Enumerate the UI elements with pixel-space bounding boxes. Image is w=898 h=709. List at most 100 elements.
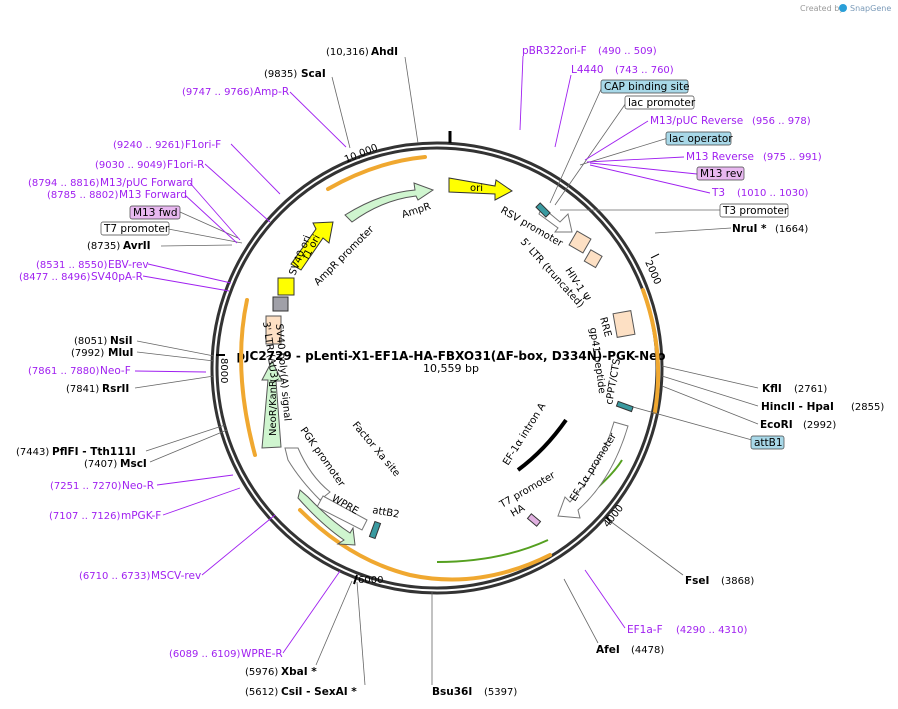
primer-neo-f[interactable]: (7861 .. 7880)Neo-F xyxy=(28,365,131,377)
primer-sv40pa-r[interactable]: (8477 .. 8496)SV40pA-R xyxy=(19,271,143,283)
primer-m13-forward[interactable]: (8785 .. 8802)M13 Forward xyxy=(47,189,187,201)
enzyme-mlui-pos: (7992) xyxy=(71,348,104,359)
rre-feature[interactable] xyxy=(612,310,636,338)
enzyme-ahdi-name: AhdI xyxy=(371,46,398,58)
ef1a-intron-feature[interactable] xyxy=(516,418,568,472)
primer-f1ori-f[interactable]: (9240 .. 9261)F1ori-F xyxy=(113,139,221,151)
enzyme-msci[interactable]: (7407)MscI xyxy=(84,458,147,470)
enzyme-ecori[interactable]: EcoRI(2992) xyxy=(760,419,836,431)
enzyme-kfli[interactable]: KflI (2761) xyxy=(762,383,827,395)
enzyme-ahdi[interactable]: (10,316)AhdI xyxy=(326,46,398,58)
enzyme-avrii-name: AvrII xyxy=(123,240,151,252)
leader-nrui xyxy=(654,227,732,234)
primer-m13-puc-reverse-pos: (956 .. 978) xyxy=(752,116,811,127)
ha-tag-feature[interactable] xyxy=(526,513,542,527)
f1-ori-feature[interactable] xyxy=(290,221,334,271)
enzyme-hincii[interactable]: HincII - HpaI(2855) xyxy=(761,401,884,413)
primer-m13-puc-fwd-pos: (8794 .. 8816) xyxy=(28,178,100,189)
orf-arc-rre xyxy=(641,288,661,414)
enzyme-scai[interactable]: (9835)ScaI xyxy=(264,68,326,80)
box-t7-promoter-bg xyxy=(100,221,170,236)
enzyme-mlui[interactable]: (7992)MluI xyxy=(71,347,133,359)
ampr-label: AmpR xyxy=(401,201,433,221)
box-t7-promoter[interactable]: T7 promoter xyxy=(100,221,170,236)
leader-xbai xyxy=(315,580,353,666)
neor-feature[interactable] xyxy=(261,359,283,449)
hiv1-psi-feature[interactable] xyxy=(583,249,603,269)
enzyme-avrii[interactable]: (8735)AvrII xyxy=(87,240,151,252)
leader-sv40pa-r xyxy=(142,275,230,292)
enzyme-kfli-pos: (2761) xyxy=(794,384,827,395)
primer-amp-r[interactable]: (9747 .. 9766)Amp-R xyxy=(182,86,289,98)
enzyme-rsrii[interactable]: (7841)RsrII xyxy=(66,383,129,395)
credit-created-by: Created by xyxy=(800,4,844,13)
box-lac-promoter[interactable]: lac promoter xyxy=(624,95,696,110)
primer-ef1a-f[interactable]: EF1a-F(4290 .. 4310) xyxy=(627,624,748,636)
sv40-ori-feature[interactable] xyxy=(277,277,295,296)
primer-pbr322ori-f[interactable]: pBR322ori-F(490 .. 509) xyxy=(522,45,657,57)
box-t3-promoter[interactable]: T3 promoter xyxy=(719,203,789,218)
primer-mscv-rev-pos: (6710 .. 6733) xyxy=(79,571,151,582)
box-lac-promoter-bg xyxy=(624,95,695,110)
box-m13-rev-bg xyxy=(696,166,745,181)
primer-mpgk-f[interactable]: (7107 .. 7126)mPGK-F xyxy=(49,510,161,522)
cppt-feature[interactable] xyxy=(615,400,634,413)
snapgene-credit: Created by SnapGene xyxy=(800,4,891,13)
plasmid-name: pJC2729 - pLenti-X1-EF1A-HA-FBXO31(ΔF-bo… xyxy=(236,349,665,363)
enzyme-xbai[interactable]: (5976)XbaI * xyxy=(245,666,317,678)
enzyme-afei-name: AfeI xyxy=(596,644,620,656)
pgk-promoter-feature[interactable] xyxy=(284,447,331,501)
primer-t3[interactable]: T3(1010 .. 1030) xyxy=(711,187,809,199)
ampr-feature[interactable] xyxy=(344,182,435,223)
primer-f1ori-r-pos: (9030 .. 9049) xyxy=(95,160,167,171)
box-attb1-text: attB1 xyxy=(754,437,783,449)
enzyme-fsei[interactable]: FseI(3868) xyxy=(685,575,754,587)
box-cap-binding-site[interactable]: CAP binding site xyxy=(600,79,690,94)
box-lac-promoter-text: lac promoter xyxy=(628,97,696,109)
primer-mscv-rev[interactable]: (6710 .. 6733)MSCV-rev xyxy=(79,570,201,582)
primer-m13-puc-fwd[interactable]: (8794 .. 8816)M13/pUC Forward xyxy=(28,177,193,189)
primer-l4440[interactable]: L4440(743 .. 760) xyxy=(571,64,674,76)
primer-f1ori-r[interactable]: (9030 .. 9049)F1ori-R xyxy=(95,159,204,171)
tick-2000-mark xyxy=(650,253,660,259)
wpre-feature[interactable] xyxy=(316,495,368,531)
sv40-polya-feature[interactable] xyxy=(272,296,289,312)
box-m13-fwd[interactable]: M13 fwd xyxy=(129,205,181,220)
fbxo31-wpre-arrow xyxy=(297,489,356,546)
primer-m13-reverse[interactable]: M13 Reverse(975 .. 991) xyxy=(686,151,822,163)
orf-arc-ampr xyxy=(326,155,427,191)
enzyme-bsu36i[interactable]: Bsu36I(5397) xyxy=(432,686,517,698)
primer-wpre-r[interactable]: (6089 .. 6109)WPRE-R xyxy=(169,648,283,660)
enzyme-rsrii-pos: (7841) xyxy=(66,384,99,395)
enzyme-nrui[interactable]: NruI *(1664) xyxy=(732,223,808,235)
leader-neo-f xyxy=(134,370,207,373)
primer-m13-puc-reverse[interactable]: M13/pUC Reverse(956 .. 978) xyxy=(650,115,811,127)
ef1a-promoter-feature[interactable] xyxy=(557,421,629,519)
enzyme-scai-name: ScaI xyxy=(301,68,326,80)
primer-ebv-rev[interactable]: (8531 .. 8550)EBV-rev xyxy=(36,259,149,271)
enzyme-nsii[interactable]: (8051)NsiI xyxy=(74,335,133,347)
enzyme-csii[interactable]: (5612)CsiI - SexAI * xyxy=(245,686,357,698)
primer-m13-forward-pos: (8785 .. 8802) xyxy=(47,190,119,201)
enzyme-afei[interactable]: AfeI(4478) xyxy=(596,644,664,656)
attb2-feature[interactable] xyxy=(368,520,382,540)
box-m13-rev[interactable]: M13 rev xyxy=(696,166,745,181)
box-lac-operator[interactable]: lac operator xyxy=(665,131,733,146)
enzyme-kfli-name: KflI xyxy=(762,383,782,395)
primer-m13-reverse-name: M13 Reverse xyxy=(686,151,754,163)
three-ltr-feature[interactable] xyxy=(265,315,282,345)
primer-neo-r[interactable]: (7251 .. 7270)Neo-R xyxy=(50,480,154,492)
primer-ebv-rev-name: EBV-rev xyxy=(108,259,149,271)
backbone-outer-ring xyxy=(210,141,664,595)
ori-feature[interactable] xyxy=(448,177,513,201)
label-cppt: cPPT/CTS xyxy=(604,358,623,406)
enzyme-pflfi[interactable]: (7443)PflFI - Tth111I xyxy=(16,446,136,458)
box-attb1[interactable]: attB1 xyxy=(750,435,785,450)
enzyme-rsrii-name: RsrII xyxy=(102,383,129,395)
primer-neo-r-pos: (7251 .. 7270) xyxy=(50,481,122,492)
enzyme-csii-name: CsiI - SexAI * xyxy=(281,686,357,698)
box-t3-promoter-text: T3 promoter xyxy=(722,205,789,217)
enzyme-xbai-name: XbaI * xyxy=(281,666,317,678)
box-t7-promoter-text: T7 promoter xyxy=(103,223,170,235)
five-ltr-feature[interactable] xyxy=(568,230,592,254)
